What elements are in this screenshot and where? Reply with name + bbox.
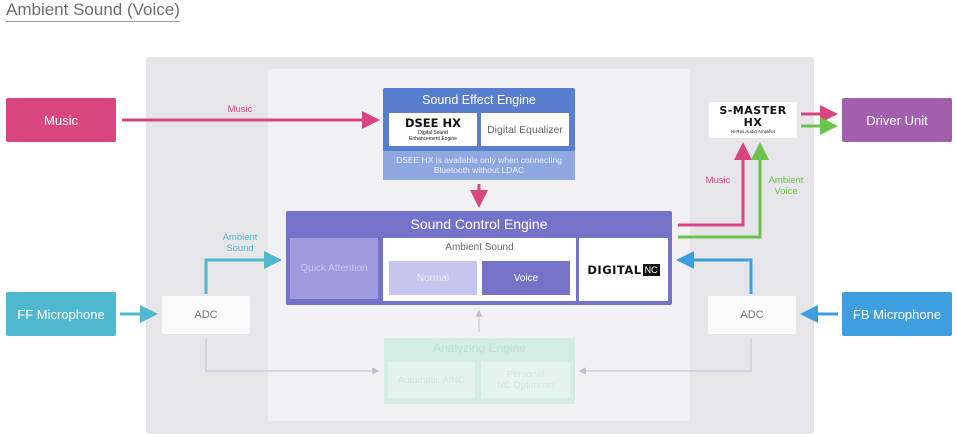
digital-nc-mark: NC [642, 263, 660, 276]
ambient-voice-label-1: Ambient [768, 175, 804, 186]
normal-mode-box: Normal [389, 261, 477, 295]
ambient-voice-label: Ambient Voice [762, 175, 810, 197]
ambient-sound-label: Ambient Sound [212, 232, 268, 254]
voice-mode-box: Voice [482, 261, 570, 295]
sound-control-engine: Sound Control Engine Quick Attention Amb… [286, 211, 672, 305]
s-master-brand: S-MASTER HX [719, 104, 787, 129]
page-title: Ambient Sound (Voice) [6, 0, 180, 22]
s-master-hx-logo: S-MASTER HX Hi-Res Audio Amplifier [709, 102, 797, 138]
ff-microphone-box: FF Microphone [6, 292, 116, 336]
dsee-sub-1: Digital Sound [418, 130, 448, 136]
adc-right-to-analyzing-arrow [578, 338, 752, 375]
sound-control-engine-title: Sound Control Engine [410, 216, 548, 232]
ambient-sound-panel: Ambient Sound Normal Voice [383, 238, 576, 301]
adc-to-control-arrow [204, 251, 282, 294]
analyzing-engine: Analyzing Engine Automatic AINC Personal… [384, 338, 575, 404]
sound-effect-engine: Sound Effect Engine DSEE HX Digital Soun… [383, 88, 575, 180]
sound-effect-engine-title: Sound Effect Engine [422, 93, 536, 107]
adc-left-box: ADC [162, 296, 250, 334]
ambient-voice-label-2: Voice [774, 186, 798, 197]
adc-right-box: ADC [708, 296, 796, 334]
ambient-sound-label-1: Ambient [222, 232, 258, 243]
fb-microphone-box: FB Microphone [842, 292, 952, 336]
dsee-sub-2: Enhancement Engine [409, 136, 457, 142]
quick-attention-box: Quick Attention [290, 238, 378, 299]
personal-nc-line-1: Personal [506, 369, 545, 380]
digital-nc-brand: DIGITAL [587, 262, 642, 277]
control-to-smaster-voice-arrow [678, 142, 769, 239]
music-arrow-label: Music [227, 104, 253, 115]
dsee-note: DSEE HX is available only when connectin… [383, 151, 575, 180]
control-to-smaster-music-arrow [678, 142, 752, 227]
personal-nc-optimizer-box: Personal NC Optimizer [481, 362, 570, 398]
digital-equalizer-box: Digital Equalizer [481, 113, 569, 146]
driver-unit-box: Driver Unit [842, 98, 952, 142]
dsee-hx-logo: DSEE HX Digital Sound Enhancement Engine [389, 113, 477, 146]
dsee-brand: DSEE HX [404, 116, 462, 130]
music-source-box: Music [6, 98, 116, 142]
music-right-label: Music [705, 175, 731, 186]
ambient-sound-label-2: Sound [226, 243, 254, 254]
s-master-sub: Hi-Res Audio Amplifier [730, 129, 776, 134]
personal-nc-line-2: NC Optimizer [496, 380, 554, 391]
ambient-sound-title: Ambient Sound [445, 242, 514, 253]
analyzing-engine-title: Analyzing Engine [433, 341, 526, 355]
adc-to-analyzing-arrow [205, 338, 380, 375]
adc-to-digitalnc-arrow [676, 251, 753, 294]
automatic-ainc-box: Automatic AINC [388, 362, 475, 398]
